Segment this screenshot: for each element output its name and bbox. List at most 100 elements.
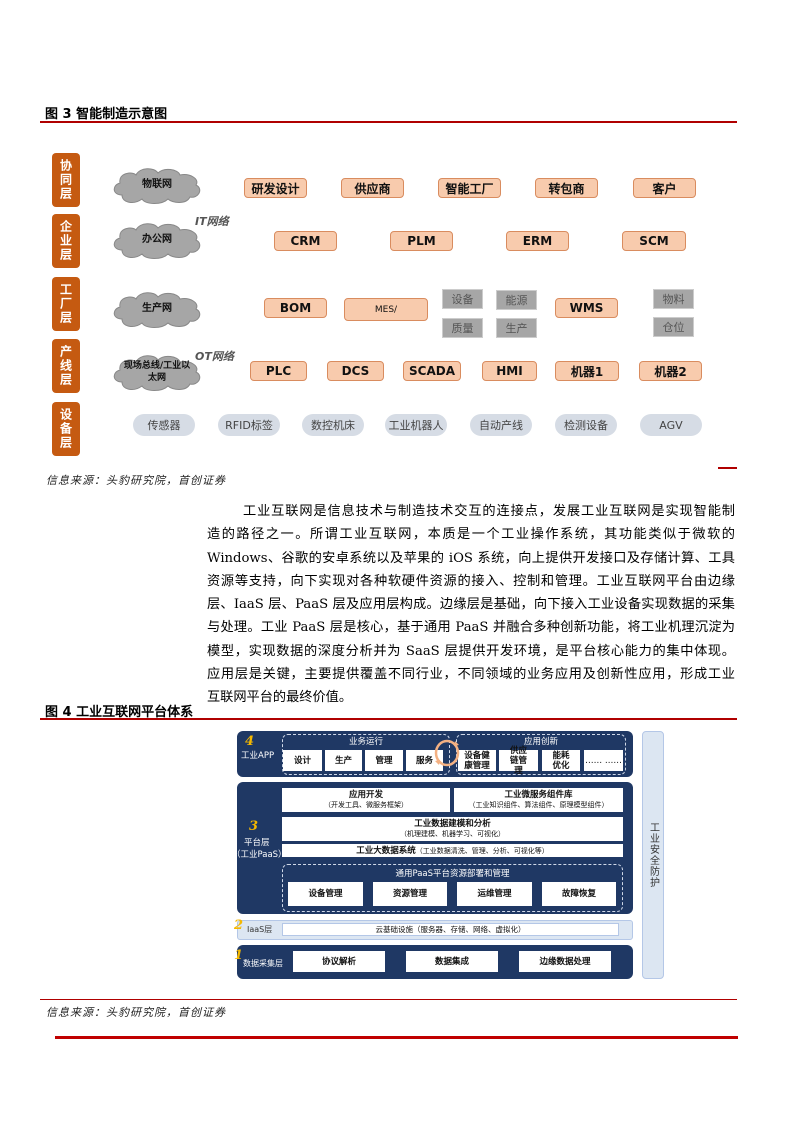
label: 工厂层 (58, 283, 73, 325)
innovation-group (456, 734, 626, 775)
label: CRM (290, 234, 321, 248)
label: 企业层 (58, 220, 73, 262)
iaas-layer-label: IaaS层 (247, 925, 273, 934)
it-network-label: IT网络 (195, 215, 229, 228)
industrial-internet-platform-diagram: 4 工业APP 业务运行 应用创新 设计 生产 管理 服务 设备健康管理 供应链… (232, 730, 666, 980)
factory-item: BOM (264, 298, 327, 318)
label: 设备 (451, 293, 474, 306)
layer-label-0: 协同层 (52, 153, 80, 207)
paas-item: 故障恢复 (542, 882, 616, 906)
box-subtitle: （开发工具、微服务框架） (324, 801, 408, 809)
data-item: 边缘数据处理 (519, 951, 611, 972)
factory-subitem: 物料 (653, 289, 694, 309)
label: HMI (496, 364, 523, 378)
layer-number: 4 (245, 734, 255, 749)
label: 能源 (505, 294, 528, 307)
factory-subitem: 仓位 (653, 317, 694, 337)
label: 检测设备 (564, 419, 608, 432)
paragraph-line: 与处理。工业 PaaS 层是核心，基于通用 PaaS 并融合多种创新功能，将工业… (207, 620, 735, 636)
app-item: 供应链管理 (499, 746, 538, 776)
label: ERM (522, 234, 553, 248)
data-modeling-box: 工业数据建模和分析（机理建模、机器学习、可视化） (282, 817, 623, 841)
general-paas-label: 通用PaaS平台资源部署和管理 (395, 869, 510, 879)
layer-label-2: 工厂层 (52, 277, 80, 331)
cloud-label: 现场总线/工业以太网 (123, 361, 191, 383)
line-item: SCADA (403, 361, 461, 381)
label: BOM (279, 301, 312, 315)
line-item: HMI (482, 361, 537, 381)
collab-item: 研发设计 (244, 178, 307, 198)
label: 设备层 (58, 408, 73, 450)
cloud-label: 生产网 (142, 303, 172, 314)
cloud-network: 现场总线/工业以太网 (110, 352, 204, 392)
app-item: 设计 (283, 750, 322, 771)
label: 研发设计 (251, 181, 300, 196)
paragraph-line: 资源等支持，向下实现对各种软硬件资源的接入、控制和管理。工业互联网平台由边缘 (207, 573, 735, 589)
line-item: PLC (250, 361, 307, 381)
app-item: 设备健康管理 (458, 750, 496, 771)
divider (40, 121, 737, 123)
label: DCS (341, 364, 370, 378)
paas-item: 资源管理 (373, 882, 447, 906)
security-label: 工业安全防护 (647, 822, 659, 888)
cloud-network: 物联网 (110, 165, 204, 205)
paas-item: 设备管理 (288, 882, 363, 906)
box-subtitle: （工业知识组件、算法组件、原理模型组件） (468, 801, 609, 809)
divider (40, 718, 737, 720)
layer-number: 2 (234, 918, 244, 933)
factory-item: MES/ (344, 298, 428, 321)
cloud-network: 生产网 (110, 289, 204, 329)
label: SCM (639, 234, 669, 248)
business-group (282, 734, 450, 775)
collab-item: 智能工厂 (438, 178, 501, 198)
factory-item: WMS (555, 298, 618, 318)
label: 工业机器人 (388, 419, 444, 432)
device-item: 数控机床 (302, 414, 364, 436)
layer-label-4: 设备层 (52, 402, 80, 456)
label: RFID标签 (225, 419, 273, 432)
factory-subitem: 设备 (442, 289, 483, 309)
data-item: 数据集成 (406, 951, 498, 972)
line-item: 机器2 (639, 361, 702, 381)
label: 产线层 (58, 345, 73, 387)
general-paas-group (282, 864, 623, 912)
label: 机器1 (570, 364, 604, 379)
app-item: 能耗优化 (542, 750, 580, 771)
layer-number: 1 (234, 948, 244, 963)
label: 数控机床 (311, 419, 355, 432)
data-item: 协议解析 (293, 951, 385, 972)
layer-label-1: 企业层 (52, 214, 80, 268)
label: 传感器 (147, 419, 181, 432)
label: 质量 (451, 322, 474, 335)
label: 客户 (652, 181, 677, 196)
app-item: 管理 (365, 750, 403, 771)
label: MES/ (374, 304, 398, 315)
layer-number: 3 (249, 819, 259, 834)
factory-subitem: 质量 (442, 318, 483, 338)
cloud-infrastructure-box: 云基础设施（服务器、存储、网络、虚拟化） (282, 923, 619, 936)
cycle-arrows-icon (434, 739, 460, 767)
cloud-label: 办公网 (142, 234, 172, 245)
box-title: 工业微服务组件库 (504, 790, 573, 800)
app-item: 服务 (406, 750, 443, 771)
device-item: 自动产线 (470, 414, 532, 436)
paas-layer-label: 平台层 (244, 838, 270, 848)
label: PLC (265, 364, 292, 378)
enterprise-item: ERM (506, 231, 569, 251)
device-item: 工业机器人 (385, 414, 447, 436)
box-subtitle: （工业数据清洗、管理、分析、可视化等） (415, 846, 549, 855)
footer-rule (55, 1036, 738, 1039)
cloud-network: 办公网 (110, 220, 204, 260)
big-data-box: 工业大数据系统（工业数据清洗、管理、分析、可视化等） (282, 844, 623, 857)
paragraph-line: 造的路径之一。所谓工业互联网，本质是一个工业操作系统，其功能类似于微软的 (207, 527, 735, 543)
box-title: 应用开发 (348, 790, 383, 800)
label: 自动产线 (479, 419, 523, 432)
paas-layer-label2: （工业PaaS） (232, 850, 287, 860)
paragraph-line: 应用层是关键，主要提供覆盖不同行业，不同领域的业务应用及创新性应用，形成工业 (207, 667, 735, 683)
divider (40, 999, 737, 1000)
figure3-source: 信息来源：头豹研究院，首创证券 (46, 474, 226, 487)
enterprise-item: PLM (390, 231, 453, 251)
box-title: 工业大数据系统 (356, 845, 416, 856)
ot-network-label: OT网络 (195, 350, 234, 363)
enterprise-item: CRM (274, 231, 337, 251)
